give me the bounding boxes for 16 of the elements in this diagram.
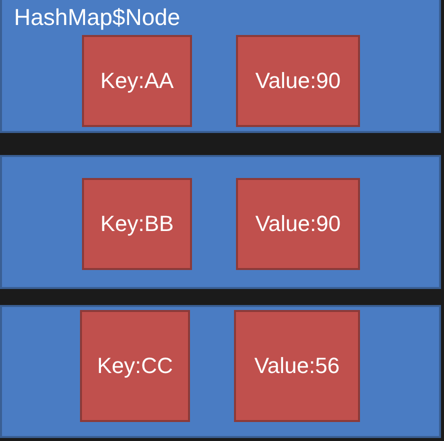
entry-box [236, 35, 360, 127]
entry-label: Key:AA [100, 68, 174, 94]
entry-box [234, 310, 360, 422]
entry-box [82, 178, 192, 270]
entry-box [82, 35, 192, 127]
entry-label: Value:90 [255, 68, 341, 94]
band-title: HashMap$Node [14, 4, 180, 31]
entry-box [80, 310, 190, 422]
node-band [0, 155, 441, 289]
node-band [0, 0, 441, 133]
entry-label: Key:BB [100, 211, 174, 237]
entry-label: Key:CC [97, 353, 173, 379]
node-band [0, 305, 441, 438]
entry-label: Value:56 [254, 353, 340, 379]
entry-box [236, 178, 360, 270]
entry-label: Value:90 [255, 211, 341, 237]
